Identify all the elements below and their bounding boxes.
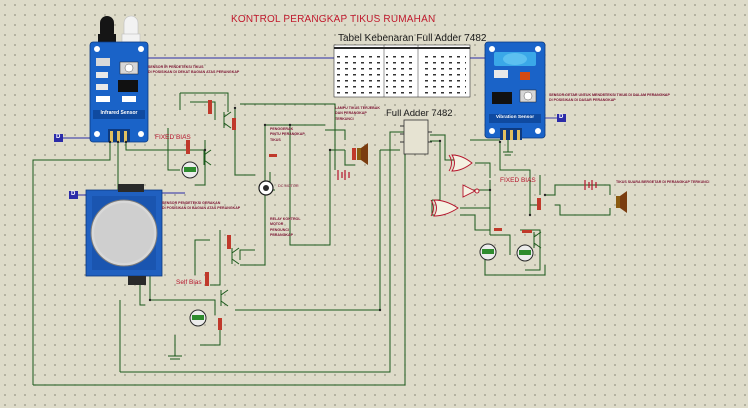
note-motor-line: TIKUS [270,137,281,142]
note-ir: SENSOR IR PENDETEKSI TIKUS DI POSISIKAN … [148,65,239,76]
note-lamp-line: DAN PERANGKAP [335,111,367,116]
note-relay-line: MOTOR [270,222,284,227]
full-adder-chip [400,119,432,155]
vibration-sensor-module [484,41,546,140]
note-relay-line: PENGUNCI [270,227,289,232]
meters [181,161,534,327]
full-adder-title: Full Adder 7482 [386,108,453,119]
note-pir-line: DI POSISIKAN DI BAGIAN ATAS PERANGKAP [162,206,241,211]
pin-connectors [54,114,566,199]
note-motor-line: PENGGERAK [270,127,294,131]
note-motor-line: PINTU PERANGKAP [270,132,305,137]
pin-label-vibration: D [559,114,564,120]
note-relay: RELAY KONTROL MOTOR PENGUNCI PERANGKAP [270,217,301,238]
circuit-wires [32,92,611,386]
terminal-dots [108,106,547,312]
logic-gates [430,154,480,217]
pir-bias-label: Self Bias [176,279,202,286]
dc-motor [258,180,274,196]
motor-label: DC MOTOR [278,184,299,188]
resistors [186,100,541,330]
note-pir-line: SENSOR PENDETEKSI GERAKAN [162,201,221,205]
speakers [357,143,627,213]
ir-bias-label: FIXED BIAS [155,134,191,141]
note-vibration: SENSOR GETAR UNTUK MENDETEKSI TIKUS DI D… [549,93,670,104]
pin-label-pir: D [71,191,76,197]
truth-table [333,44,471,98]
note-ir-line: DI POSISIKAN DI DEKAT BAGIAN ATAS PERANG… [148,70,240,75]
note-pir: SENSOR PENDETEKSI GERAKAN DI POSISIKAN D… [162,201,240,212]
note-sound-line: TIKUS SUARA BERGETAR DI PERANGKAP TERKUN… [616,180,710,184]
transistors [203,111,542,307]
truth-table-title: Tabel Kebenaran Full Adder 7482 [338,33,487,44]
note-vibration-line: SENSOR GETAR UNTUK MENDETEKSI TIKUS DI D… [549,93,670,97]
pir-sensor [85,184,163,285]
page-title: KONTROL PERANGKAP TIKUS RUMAHAN [231,14,436,25]
note-motor: PENGGERAK PINTU PERANGKAP TIKUS [270,127,305,143]
pin-label-ir: D [56,134,61,140]
ir-sensor-module [89,15,149,143]
note-ir-line: SENSOR IR PENDETEKSI TIKUS [148,65,204,69]
note-lamp-line: TERKUNCI [335,116,354,121]
ir-sensor-text: Infrared Sensor [100,110,138,116]
note-relay-line: PERANGKAP [270,232,293,237]
note-lamp-line: LAMPU TIKUS TERJEBAK [335,106,380,110]
note-vibration-line: DI POSISIKAN DI DASAR PERANGKAP [549,98,616,103]
vibration-bias-label: FIXED BIAS [500,177,536,184]
vibration-sensor-text: Vibration Sensor [495,115,535,120]
batteries [337,170,597,190]
note-lamp: LAMPU TIKUS TERJEBAK DAN PERANGKAP TERKU… [335,106,380,122]
note-sound: TIKUS SUARA BERGETAR DI PERANGKAP TERKUN… [616,180,709,185]
note-relay-line: RELAY KONTROL [270,217,301,221]
